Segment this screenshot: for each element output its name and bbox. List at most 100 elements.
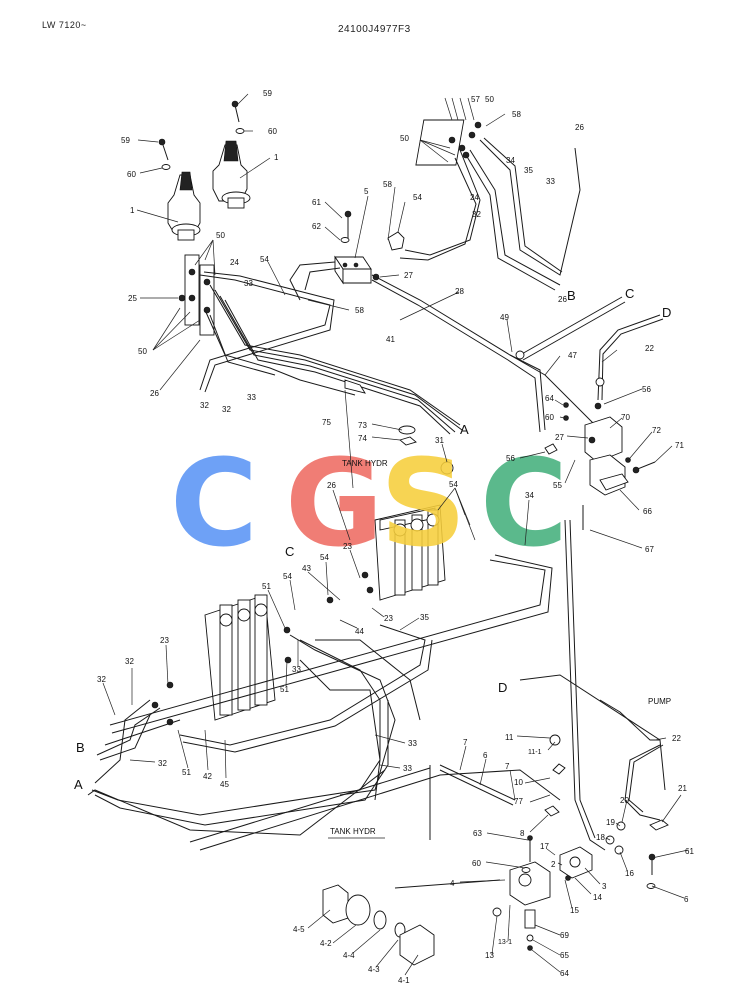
callout-22b: 22 (672, 734, 681, 743)
callout-67: 67 (645, 545, 654, 554)
callout-58c: 58 (355, 306, 364, 315)
callout-26a: 26 (575, 123, 584, 132)
callout-59b: 59 (121, 136, 130, 145)
callout-3: 3 (602, 882, 607, 891)
callout-47: 47 (568, 351, 577, 360)
callout-14: 14 (593, 893, 602, 902)
callout-32d: 32 (125, 657, 134, 666)
callout-50d: 50 (485, 95, 494, 104)
callout-13-1: 13-1 (498, 939, 512, 946)
connector-b-upper: B (567, 288, 576, 303)
callout-7b: 7 (505, 762, 510, 771)
callout-66: 66 (643, 507, 652, 516)
callout-50c: 50 (400, 134, 409, 143)
callout-56a: 56 (642, 385, 651, 394)
callout-33b: 33 (244, 279, 253, 288)
callout-13: 13 (485, 951, 494, 960)
watermark-letter-3: S (380, 435, 466, 574)
callout-55: 55 (553, 481, 562, 490)
callout-58a: 58 (512, 110, 521, 119)
callout-27a: 27 (404, 271, 413, 280)
callout-50a: 50 (216, 231, 225, 240)
callout-32e: 32 (97, 675, 106, 684)
callout-17: 17 (540, 842, 549, 851)
callout-32f: 32 (158, 759, 167, 768)
callout-70: 70 (621, 413, 630, 422)
callout-62: 62 (312, 222, 321, 231)
callout-61b: 61 (685, 847, 694, 856)
pilot-valve-block (415, 97, 482, 166)
callout-4: 4 (450, 879, 455, 888)
callout-4-1: 4-1 (398, 976, 410, 985)
callout-49: 49 (500, 313, 509, 322)
callout-11: 11 (505, 733, 514, 742)
callout-26c: 26 (150, 389, 159, 398)
connector-d-lower: D (498, 680, 507, 695)
callout-33d: 33 (292, 665, 301, 674)
callout-27b: 27 (555, 433, 564, 442)
callout-59a: 59 (263, 89, 272, 98)
callout-21: 21 (678, 784, 687, 793)
fitting-49 (515, 350, 525, 360)
callout-32b: 32 (200, 401, 209, 410)
callout-4-4: 4-4 (343, 951, 355, 960)
tank-hydr-note-lower: TANK HYDR (330, 827, 376, 836)
callout-75: 75 (322, 418, 331, 427)
callout-74: 74 (358, 434, 367, 443)
callout-11-1: 11-1 (528, 749, 542, 756)
callout-54c: 54 (449, 480, 458, 489)
callout-4-3: 4-3 (368, 965, 380, 974)
callout-20: 20 (620, 796, 629, 805)
callout-61: 61 (312, 198, 321, 207)
callout-65: 65 (560, 951, 569, 960)
callout-4-2: 4-2 (320, 939, 332, 948)
callout-4-5: 4-5 (293, 925, 305, 934)
watermark-letter-2: G (285, 435, 384, 574)
callout-69: 69 (560, 931, 569, 940)
callout-54a: 54 (413, 193, 422, 202)
lower-pipes (87, 519, 666, 851)
pump-note: PUMP (648, 697, 671, 706)
callout-56b: 56 (506, 454, 515, 463)
callout-24a: 24 (470, 193, 479, 202)
callout-60c: 60 (545, 413, 554, 422)
main-control-valve-rear (326, 504, 446, 604)
callout-22a: 22 (645, 344, 654, 353)
callout-77: 77 (514, 797, 523, 806)
callout-2: 2 (551, 860, 556, 869)
main-control-valve-front (151, 594, 292, 726)
callout-6b: 6 (684, 895, 689, 904)
callout-32a: 32 (472, 210, 481, 219)
lower-right-parts (492, 734, 669, 951)
callout-1a: 1 (130, 206, 135, 215)
callout-44: 44 (355, 627, 364, 636)
clamp-73 (398, 425, 416, 435)
callout-31: 31 (435, 436, 444, 445)
callouts: 59 59 60 60 1 1 50 50 50 57 50 58 26 61 … (97, 89, 694, 985)
callout-57: 57 (471, 95, 480, 104)
callout-15: 15 (570, 906, 579, 915)
callout-50b: 50 (138, 347, 147, 356)
callout-32c: 32 (222, 405, 231, 414)
part-number: 24100J4977F3 (338, 24, 411, 35)
callout-51a: 51 (262, 582, 271, 591)
callout-6a: 6 (483, 751, 488, 760)
callout-1b: 1 (274, 153, 279, 162)
callout-54e: 54 (283, 572, 292, 581)
callout-54b: 54 (260, 255, 269, 264)
callout-23b: 23 (384, 614, 393, 623)
leader-lines (102, 93, 689, 976)
callout-63: 63 (473, 829, 482, 838)
callout-35b: 35 (420, 613, 429, 622)
callout-51b: 51 (280, 685, 289, 694)
callout-10: 10 (514, 778, 523, 787)
callout-60b: 60 (127, 170, 136, 179)
callout-8: 8 (520, 829, 525, 838)
clamp-74 (399, 436, 417, 446)
watermark-letter-1: C (170, 435, 258, 574)
callout-19: 19 (606, 818, 615, 827)
callout-42: 42 (203, 772, 212, 781)
callout-35a: 35 (524, 166, 533, 175)
connector-b-lower: B (76, 740, 85, 755)
